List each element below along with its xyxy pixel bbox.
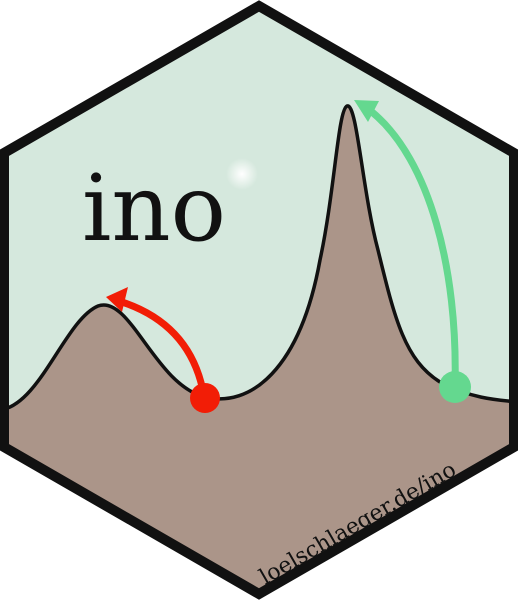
density-curve-area xyxy=(4,105,514,594)
global-arrow-head xyxy=(354,100,379,122)
local-arrow-head xyxy=(106,287,128,312)
global-start-point xyxy=(439,371,471,403)
logo-title: ino xyxy=(82,155,226,262)
density-curve-line xyxy=(4,104,514,412)
glow-spot xyxy=(226,158,258,190)
local-optimum-arrow xyxy=(118,298,208,400)
local-start-point xyxy=(190,383,220,413)
global-optimum-arrow xyxy=(368,108,459,390)
